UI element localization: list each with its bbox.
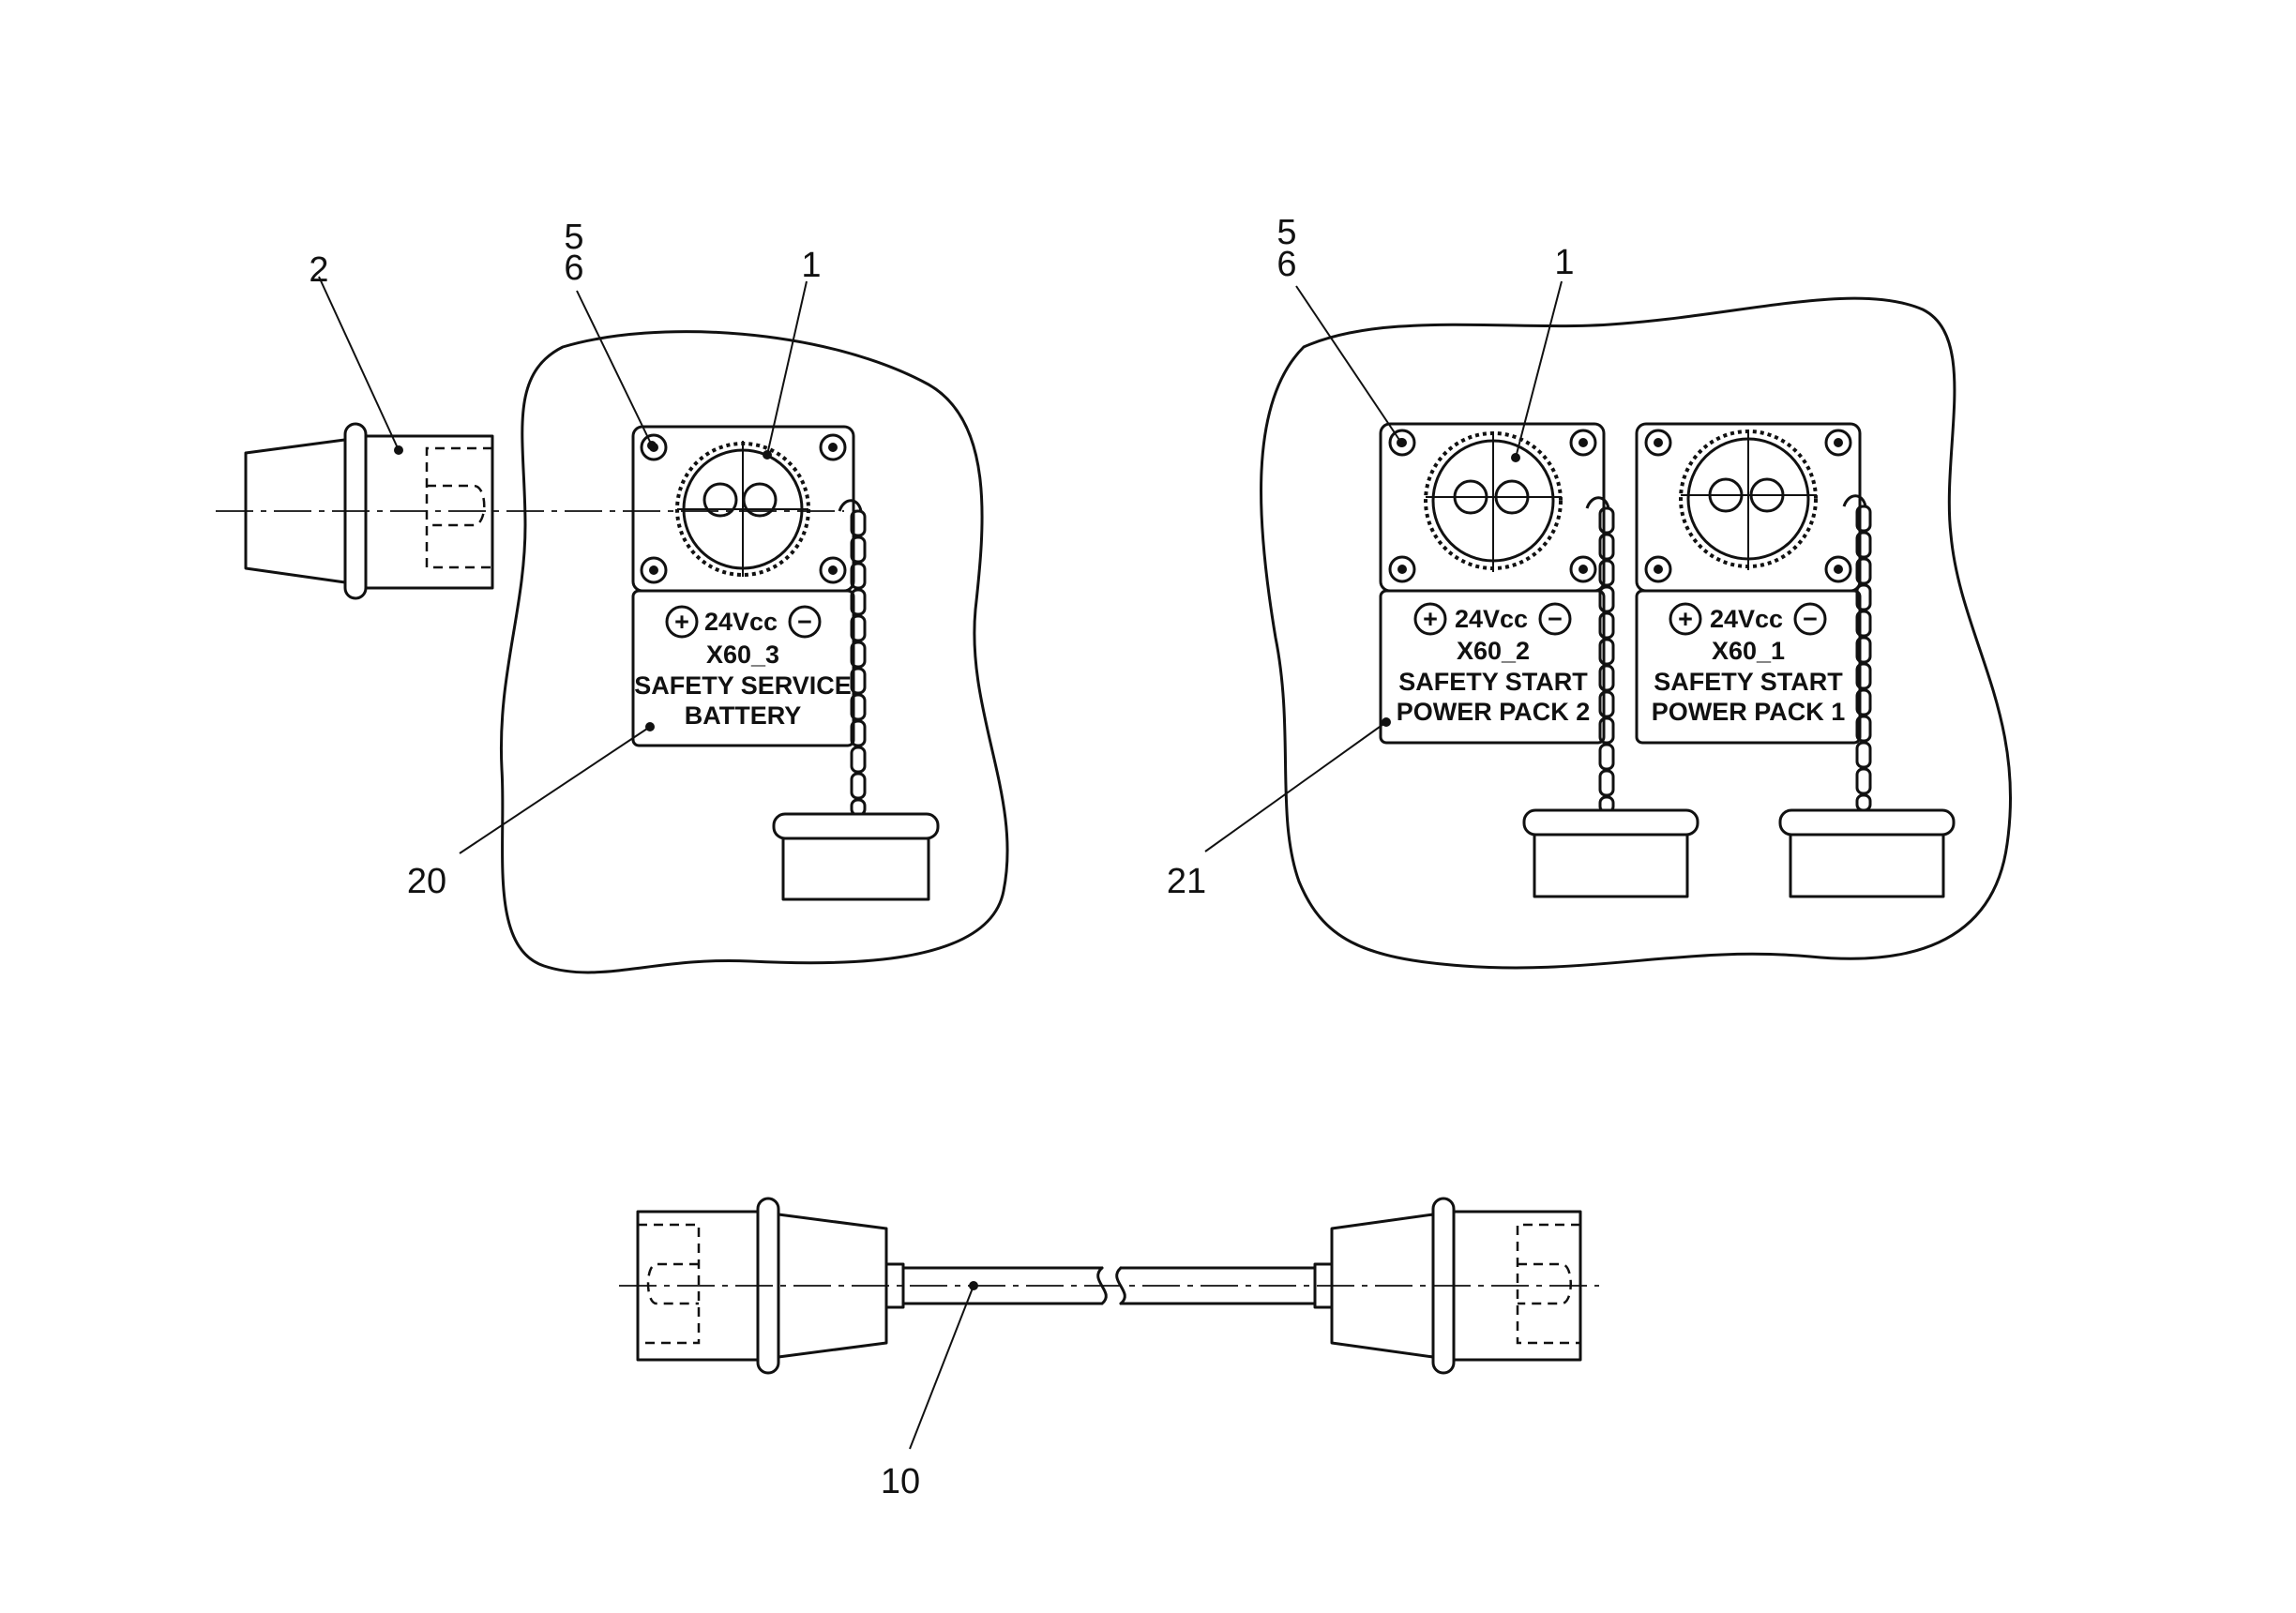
cable-left-plug-taper [777,1213,888,1359]
left-protective-cap [772,812,940,901]
socket-x60-2-screws [1388,429,1597,583]
right-panel-outline [1260,296,2012,970]
chain-x60-1 [1842,494,1872,812]
socket-x60-1-screws [1644,429,1852,583]
x60-2-plus-text: + [1423,605,1438,633]
x60-1-plate-id: X60_1 [1712,637,1785,665]
callout-2: 2 [309,250,328,290]
x60-1-plate-line2: POWER PACK 1 [1652,698,1846,726]
left-plate-line2: BATTERY [685,701,802,730]
left-plate-id: X60_3 [706,641,779,669]
callout-6-right: 6 [1276,245,1296,284]
left-label-plate [631,589,855,747]
callout-21: 21 [1167,862,1206,901]
callout-1-left: 1 [801,246,821,285]
left-cap-chain [838,499,867,817]
left-voltage-text: 24Vcc [704,608,778,636]
x60-1-voltage-text: 24Vcc [1710,605,1783,633]
left-assembly: + 24Vcc − X60_3 SAFETY SERVICE BATTERY [499,330,1009,974]
left-plate-line1: SAFETY SERVICE [634,671,852,700]
chain-x60-2 [1585,496,1615,814]
cable-segment-right [1119,1266,1317,1305]
left-plus-symbol [665,605,699,639]
left-leaders [318,276,808,854]
right-leaders [1204,280,1563,852]
x60-1-minus-text: − [1803,605,1818,633]
x60-1-plus-text: + [1678,605,1693,633]
x60-1-plate-line1: SAFETY START [1654,668,1843,696]
callout-5-left: 5 [564,218,583,257]
left-pin-plus [702,482,738,518]
left-socket-screws [640,433,847,584]
callout-6-left: 6 [564,249,583,288]
left-plus-text: + [674,608,689,636]
cap-x60-1 [1778,808,1956,898]
x60-2-plate-id: X60_2 [1457,637,1530,665]
x60-2-plate-line1: SAFETY START [1398,668,1588,696]
callout-1-right: 1 [1554,243,1574,282]
x60-2-plate-line2: POWER PACK 2 [1397,698,1591,726]
cap-x60-2 [1522,808,1699,898]
cable-segment-left [901,1266,1104,1305]
x60-2-voltage-text: 24Vcc [1455,605,1528,633]
callout-20: 20 [407,862,446,901]
right-assembly: + 24Vcc − X60_2 SAFETY START POWER PACK … [1260,296,2012,970]
left-minus-text: − [797,608,812,636]
callout-5-right: 5 [1276,213,1296,252]
left-panel-outline [499,330,1009,974]
x60-2-minus-text: − [1548,605,1563,633]
callout-10: 10 [881,1462,920,1501]
left-minus-symbol [788,605,822,639]
plate-x60-1 [1635,589,1862,745]
leader-10 [909,1285,974,1450]
